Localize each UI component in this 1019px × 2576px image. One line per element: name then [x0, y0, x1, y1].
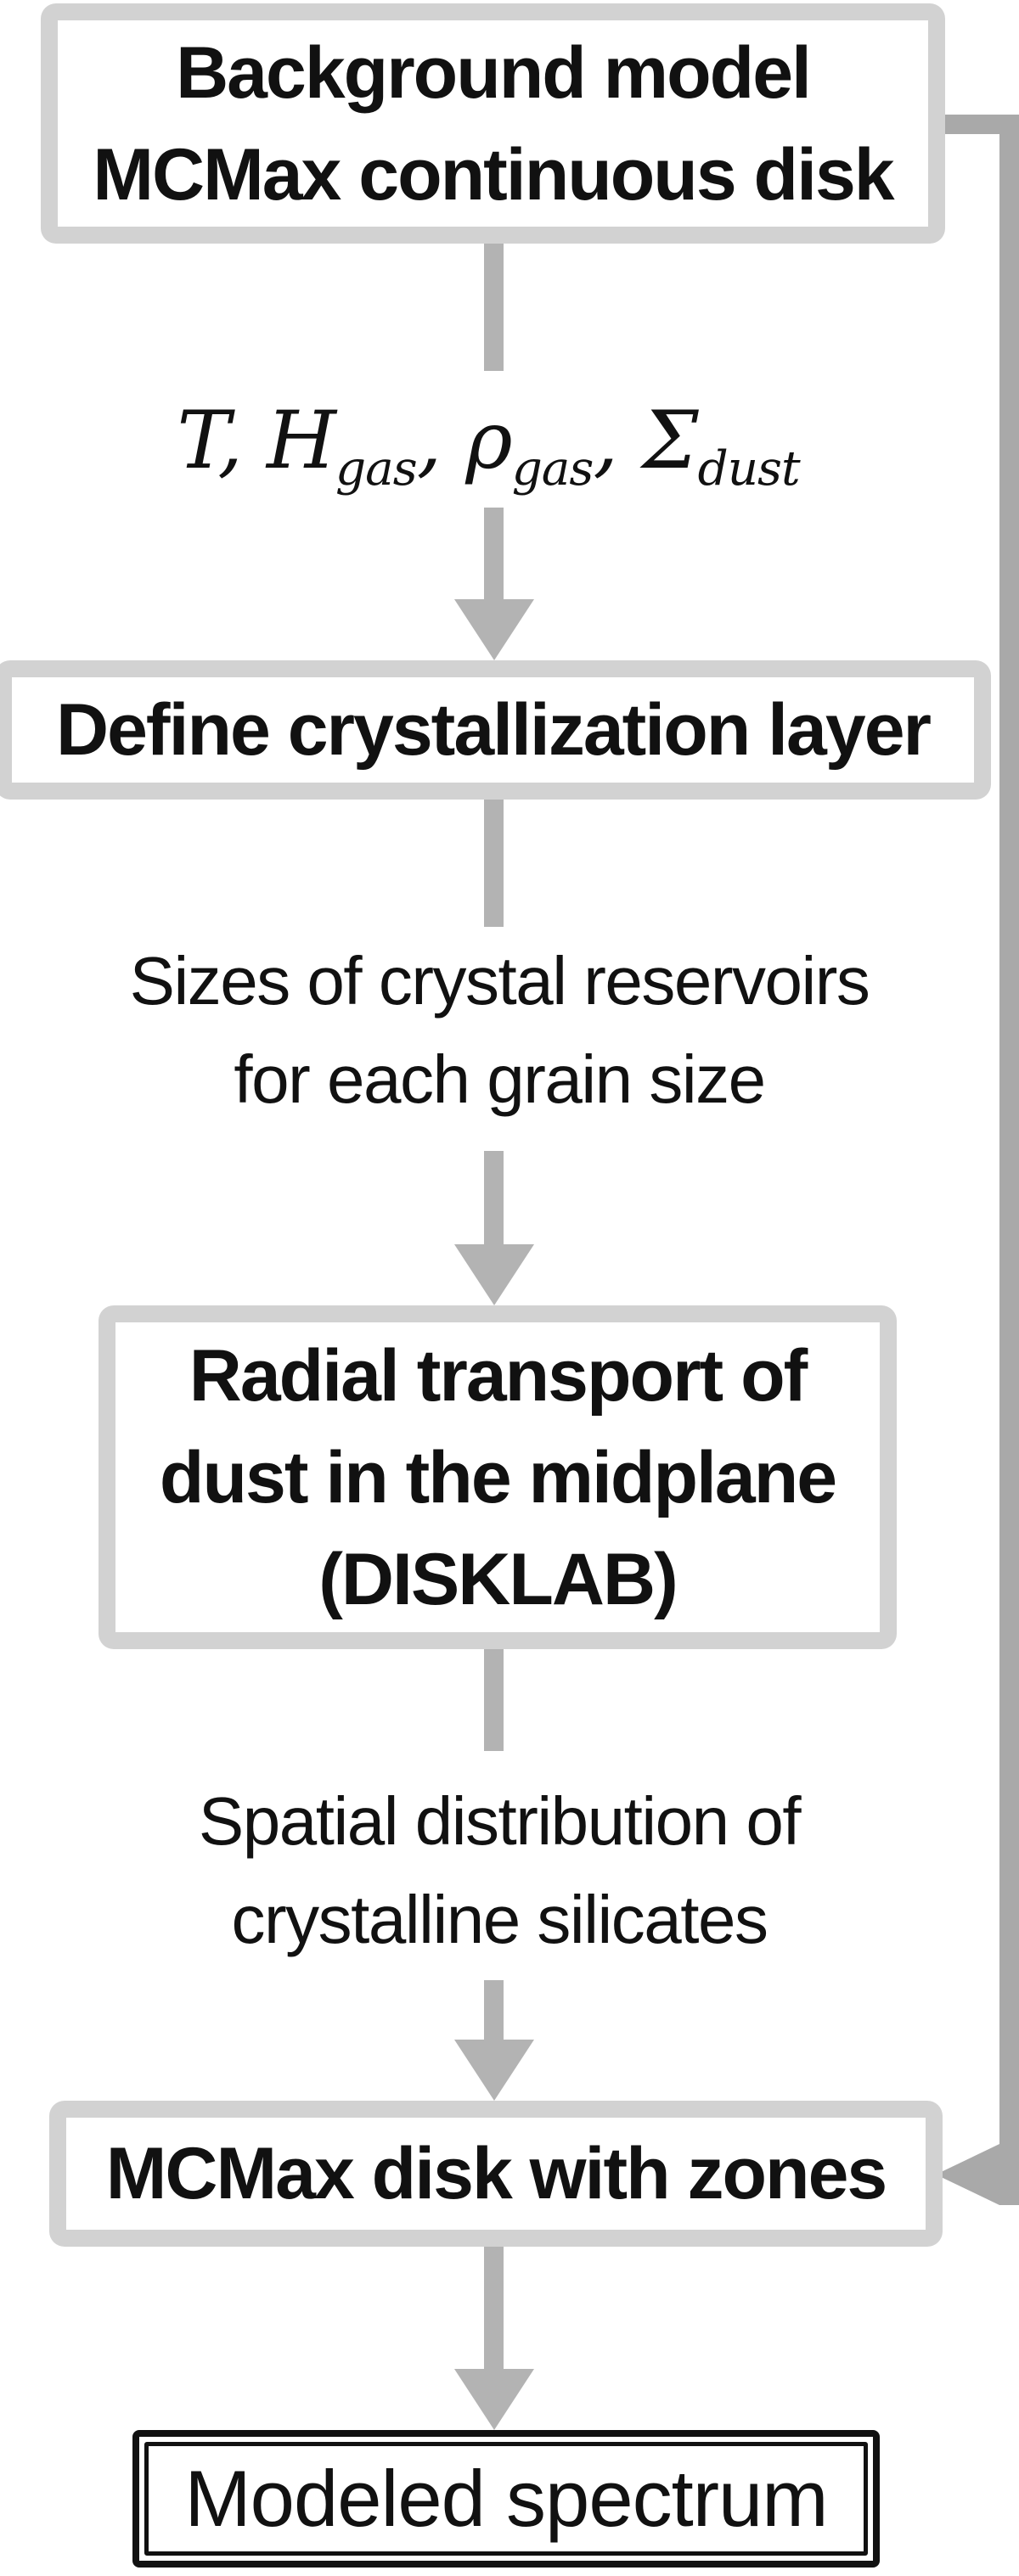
formula-term: T, H	[177, 395, 336, 487]
edge-label-line: Sizes of crystal reservoirs	[129, 943, 870, 1019]
feedback-arrowhead-icon	[936, 2144, 999, 2205]
box-modeled-spectrum: Modeled spectrum	[132, 2430, 880, 2568]
formula-subscript: gas	[335, 441, 418, 497]
edge-label-spatial: Spatial distribution of crystalline sili…	[0, 1772, 999, 1969]
arrowhead-4-icon	[454, 1244, 534, 1305]
feedback-connector-vertical	[999, 115, 1019, 2205]
box-title-line: MCMax continuous disk	[93, 133, 894, 216]
edge-label-formula: T, Hgas, ρgas, Σdust	[0, 378, 977, 505]
box-mcmax-disk-with-zones: MCMax disk with zones	[49, 2101, 943, 2247]
box-background-model: Background model MCMax continuous disk	[41, 3, 945, 244]
formula-term: , Σ	[593, 395, 698, 487]
arrowhead-2-icon	[454, 599, 534, 660]
arrow-segment-5	[484, 1649, 504, 1751]
arrow-shaft-4	[484, 1151, 504, 1244]
box-radial-transport: Radial transport of dust in the midplane…	[99, 1305, 897, 1649]
arrow-segment-3	[484, 800, 504, 927]
arrow-shaft-7	[484, 2247, 504, 2369]
box-title-line: Background model	[176, 31, 812, 114]
arrowhead-7-icon	[454, 2369, 534, 2430]
box-modeled-spectrum-inner: Modeled spectrum	[144, 2442, 868, 2556]
arrow-segment-1	[484, 244, 504, 371]
box-define-crystallization-layer: Define crystallization layer	[0, 660, 991, 800]
formula-subscript: gas	[511, 441, 594, 497]
edge-label-line: for each grain size	[234, 1041, 766, 1117]
arrow-shaft-6	[484, 1980, 504, 2040]
box-title-line: dust in the midplane	[159, 1436, 837, 1518]
edge-label-line: Spatial distribution of	[198, 1783, 802, 1859]
arrow-shaft-2	[484, 508, 504, 599]
box-title-line: Modeled spectrum	[184, 2454, 828, 2543]
arrowhead-6-icon	[454, 2040, 534, 2101]
box-title-line: MCMax disk with zones	[105, 2133, 887, 2214]
box-title-line: Define crystallization layer	[56, 689, 932, 771]
edge-label-reservoirs: Sizes of crystal reservoirs for each gra…	[0, 932, 999, 1129]
formula-term: , ρ	[416, 395, 513, 487]
box-title-line: Radial transport of	[189, 1334, 808, 1417]
feedback-connector-horizontal	[938, 115, 1019, 134]
formula-subscript: dust	[697, 441, 801, 497]
box-title-line: (DISKLAB)	[318, 1538, 678, 1620]
edge-label-line: crystalline silicates	[231, 1882, 768, 1957]
